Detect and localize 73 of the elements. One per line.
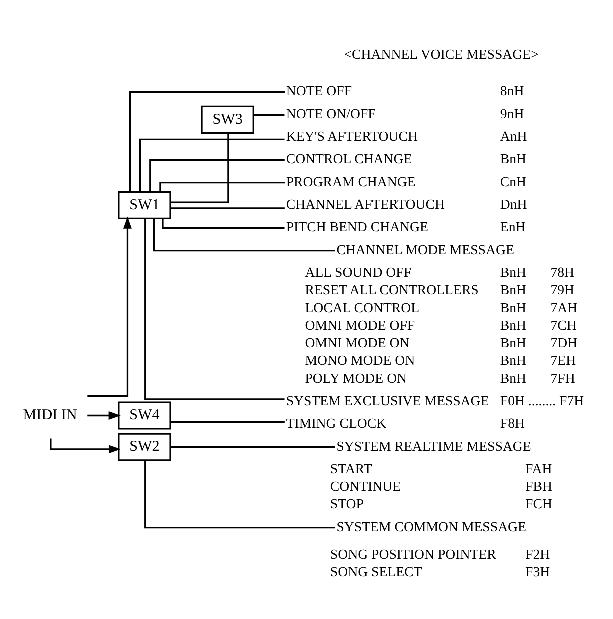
label: BnH	[500, 282, 526, 298]
connector	[254, 114, 285, 116]
node-text: SYSTEM EXCLUSIVE MESSAGE	[286, 392, 490, 408]
node-text: PROGRAM CHANGE	[286, 174, 416, 189]
label: BnH	[500, 264, 526, 280]
label: BnH	[500, 300, 526, 315]
node-box: SW2	[118, 432, 172, 461]
label: 79H	[550, 282, 575, 298]
label: BnH	[500, 370, 526, 386]
node-label: F0H ........ F7H	[500, 392, 584, 408]
label: BnH	[500, 317, 526, 332]
node-text: MIDI IN	[23, 407, 78, 424]
label: 7DH	[550, 335, 578, 350]
node-text: CHANNEL AFTERTOUCH	[286, 196, 445, 212]
node-text: NOTE ON/OFF	[286, 106, 376, 121]
node-label: F8H	[500, 416, 525, 431]
node-text: CONTROL CHANGE	[286, 151, 412, 166]
node-text: CHANNEL MODE MESSAGE	[336, 242, 514, 257]
connector	[153, 218, 336, 252]
connector	[170, 446, 336, 448]
label: 78H	[550, 264, 575, 280]
node-label: EnH	[500, 219, 526, 234]
label: 7CH	[550, 317, 577, 332]
label: OMNI MODE ON	[305, 335, 410, 350]
connector	[160, 182, 285, 192]
label: ALL SOUND OFF	[305, 264, 412, 280]
node-text: KEY'S AFTERTOUCH	[286, 128, 418, 144]
label: <CHANNEL VOICE MESSAGE>	[344, 46, 539, 62]
node-text: PITCH BEND CHANGE	[286, 219, 428, 234]
label: BnH	[500, 335, 526, 350]
arrow	[88, 411, 121, 420]
connector	[170, 421, 285, 423]
label: RESET ALL CONTROLLERS	[305, 282, 479, 298]
connector	[162, 218, 285, 228]
node-label: AnH	[500, 128, 528, 144]
connector	[170, 132, 230, 203]
node-label: DnH	[500, 196, 528, 212]
node-label: BnH	[500, 151, 526, 166]
connector	[144, 218, 285, 400]
label: 7EH	[550, 352, 576, 368]
connector	[140, 138, 285, 192]
node-box: SW3	[201, 105, 254, 134]
arrow	[88, 216, 132, 397]
label: FCH	[526, 496, 552, 512]
connector	[150, 158, 285, 192]
label: F3H	[526, 564, 550, 580]
node-text: SYSTEM REALTIME MESSAGE	[336, 438, 532, 454]
label: 7AH	[550, 300, 578, 315]
label: SONG POSITION POINTER	[330, 546, 496, 562]
label: MONO MODE ON	[305, 352, 416, 368]
label: FBH	[526, 478, 552, 494]
label: STOP	[330, 496, 364, 512]
label: SONG SELECT	[330, 564, 422, 580]
label: FAH	[526, 460, 552, 476]
label: F2H	[526, 546, 550, 562]
node-label: 8nH	[500, 83, 524, 98]
connector	[129, 90, 285, 192]
node-box: SW1	[118, 190, 172, 220]
label: 7FH	[550, 370, 576, 386]
connector	[170, 207, 285, 209]
label: CONTINUE	[330, 478, 402, 494]
node-text: SYSTEM COMMON MESSAGE	[336, 518, 527, 534]
label: START	[330, 460, 372, 476]
node-text: TIMING CLOCK	[286, 416, 387, 431]
label: LOCAL CONTROL	[305, 300, 420, 315]
node-text: NOTE OFF	[286, 83, 352, 98]
label: POLY MODE ON	[305, 370, 408, 386]
node-label: CnH	[500, 174, 526, 189]
label: BnH	[500, 352, 526, 368]
node-box: SW4	[118, 401, 172, 430]
label: OMNI MODE OFF	[305, 317, 416, 332]
node-label: 9nH	[500, 106, 524, 121]
connector	[144, 460, 336, 528]
